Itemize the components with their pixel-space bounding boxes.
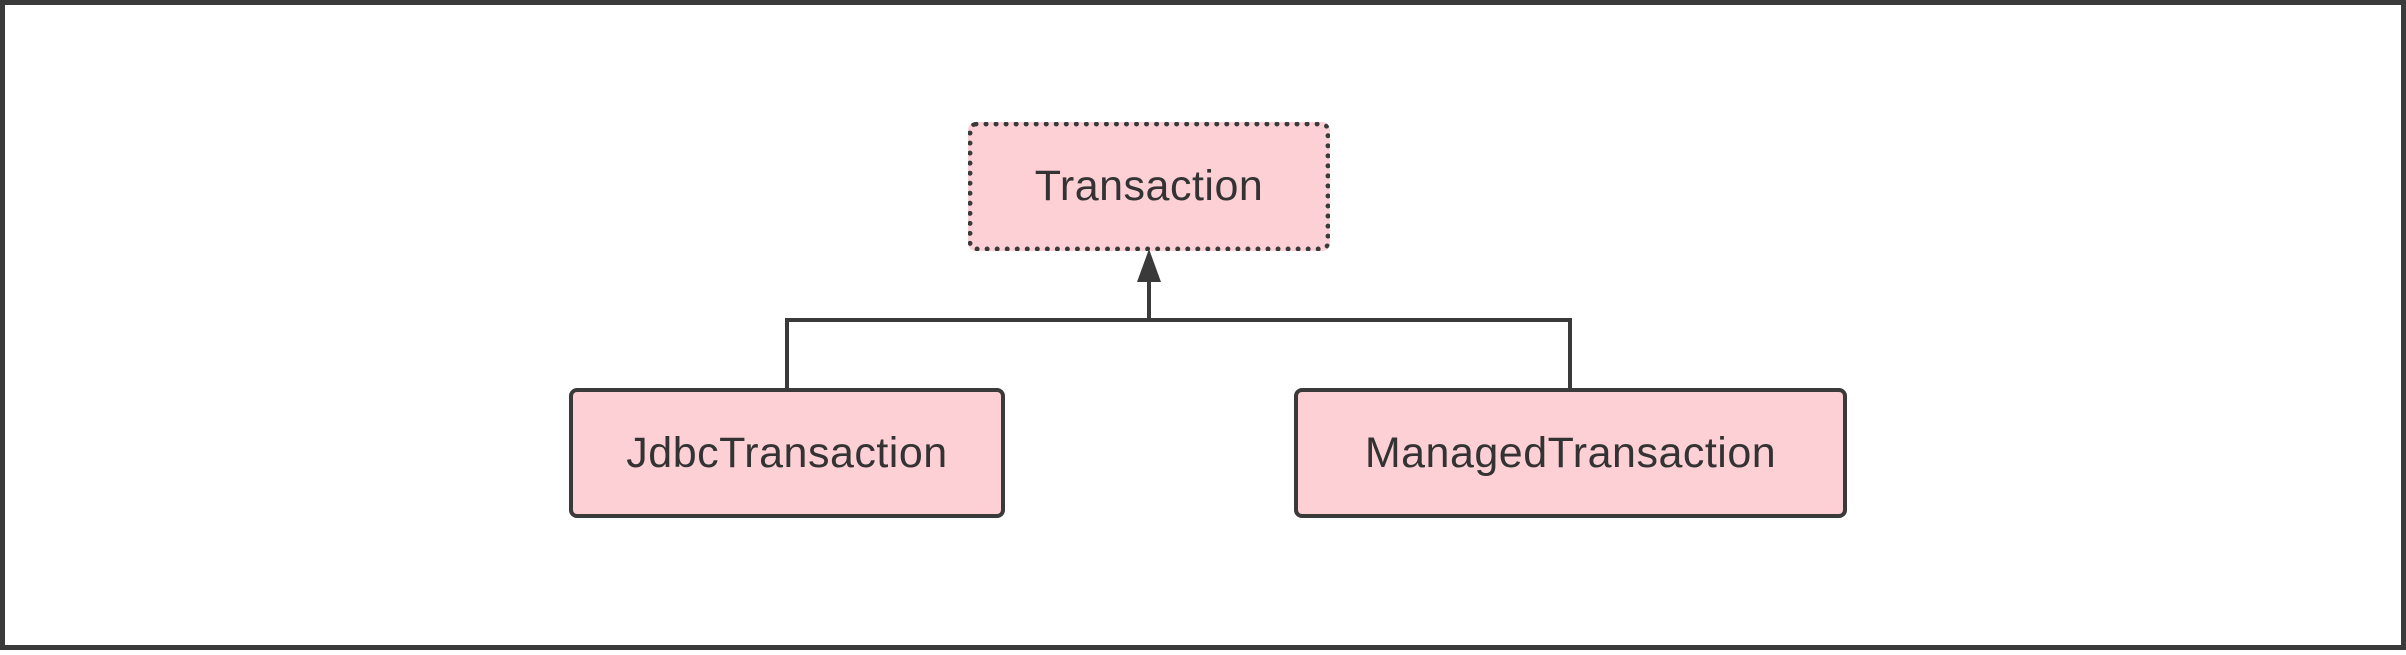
inheritance-arrowhead-icon [1137,249,1161,282]
connector-layer [785,249,1572,388]
jdbc-transaction-node[interactable]: JdbcTransaction [569,388,1005,518]
managed-transaction-node-label: ManagedTransaction [1364,428,1777,477]
transaction-node-label: Transaction [1034,162,1264,210]
managed-transaction-node[interactable]: ManagedTransaction [1294,388,1847,518]
hierarchy-connector [785,318,1572,388]
transaction-interface-node[interactable]: Transaction [968,122,1330,251]
jdbc-transaction-node-label: JdbcTransaction [626,428,948,477]
